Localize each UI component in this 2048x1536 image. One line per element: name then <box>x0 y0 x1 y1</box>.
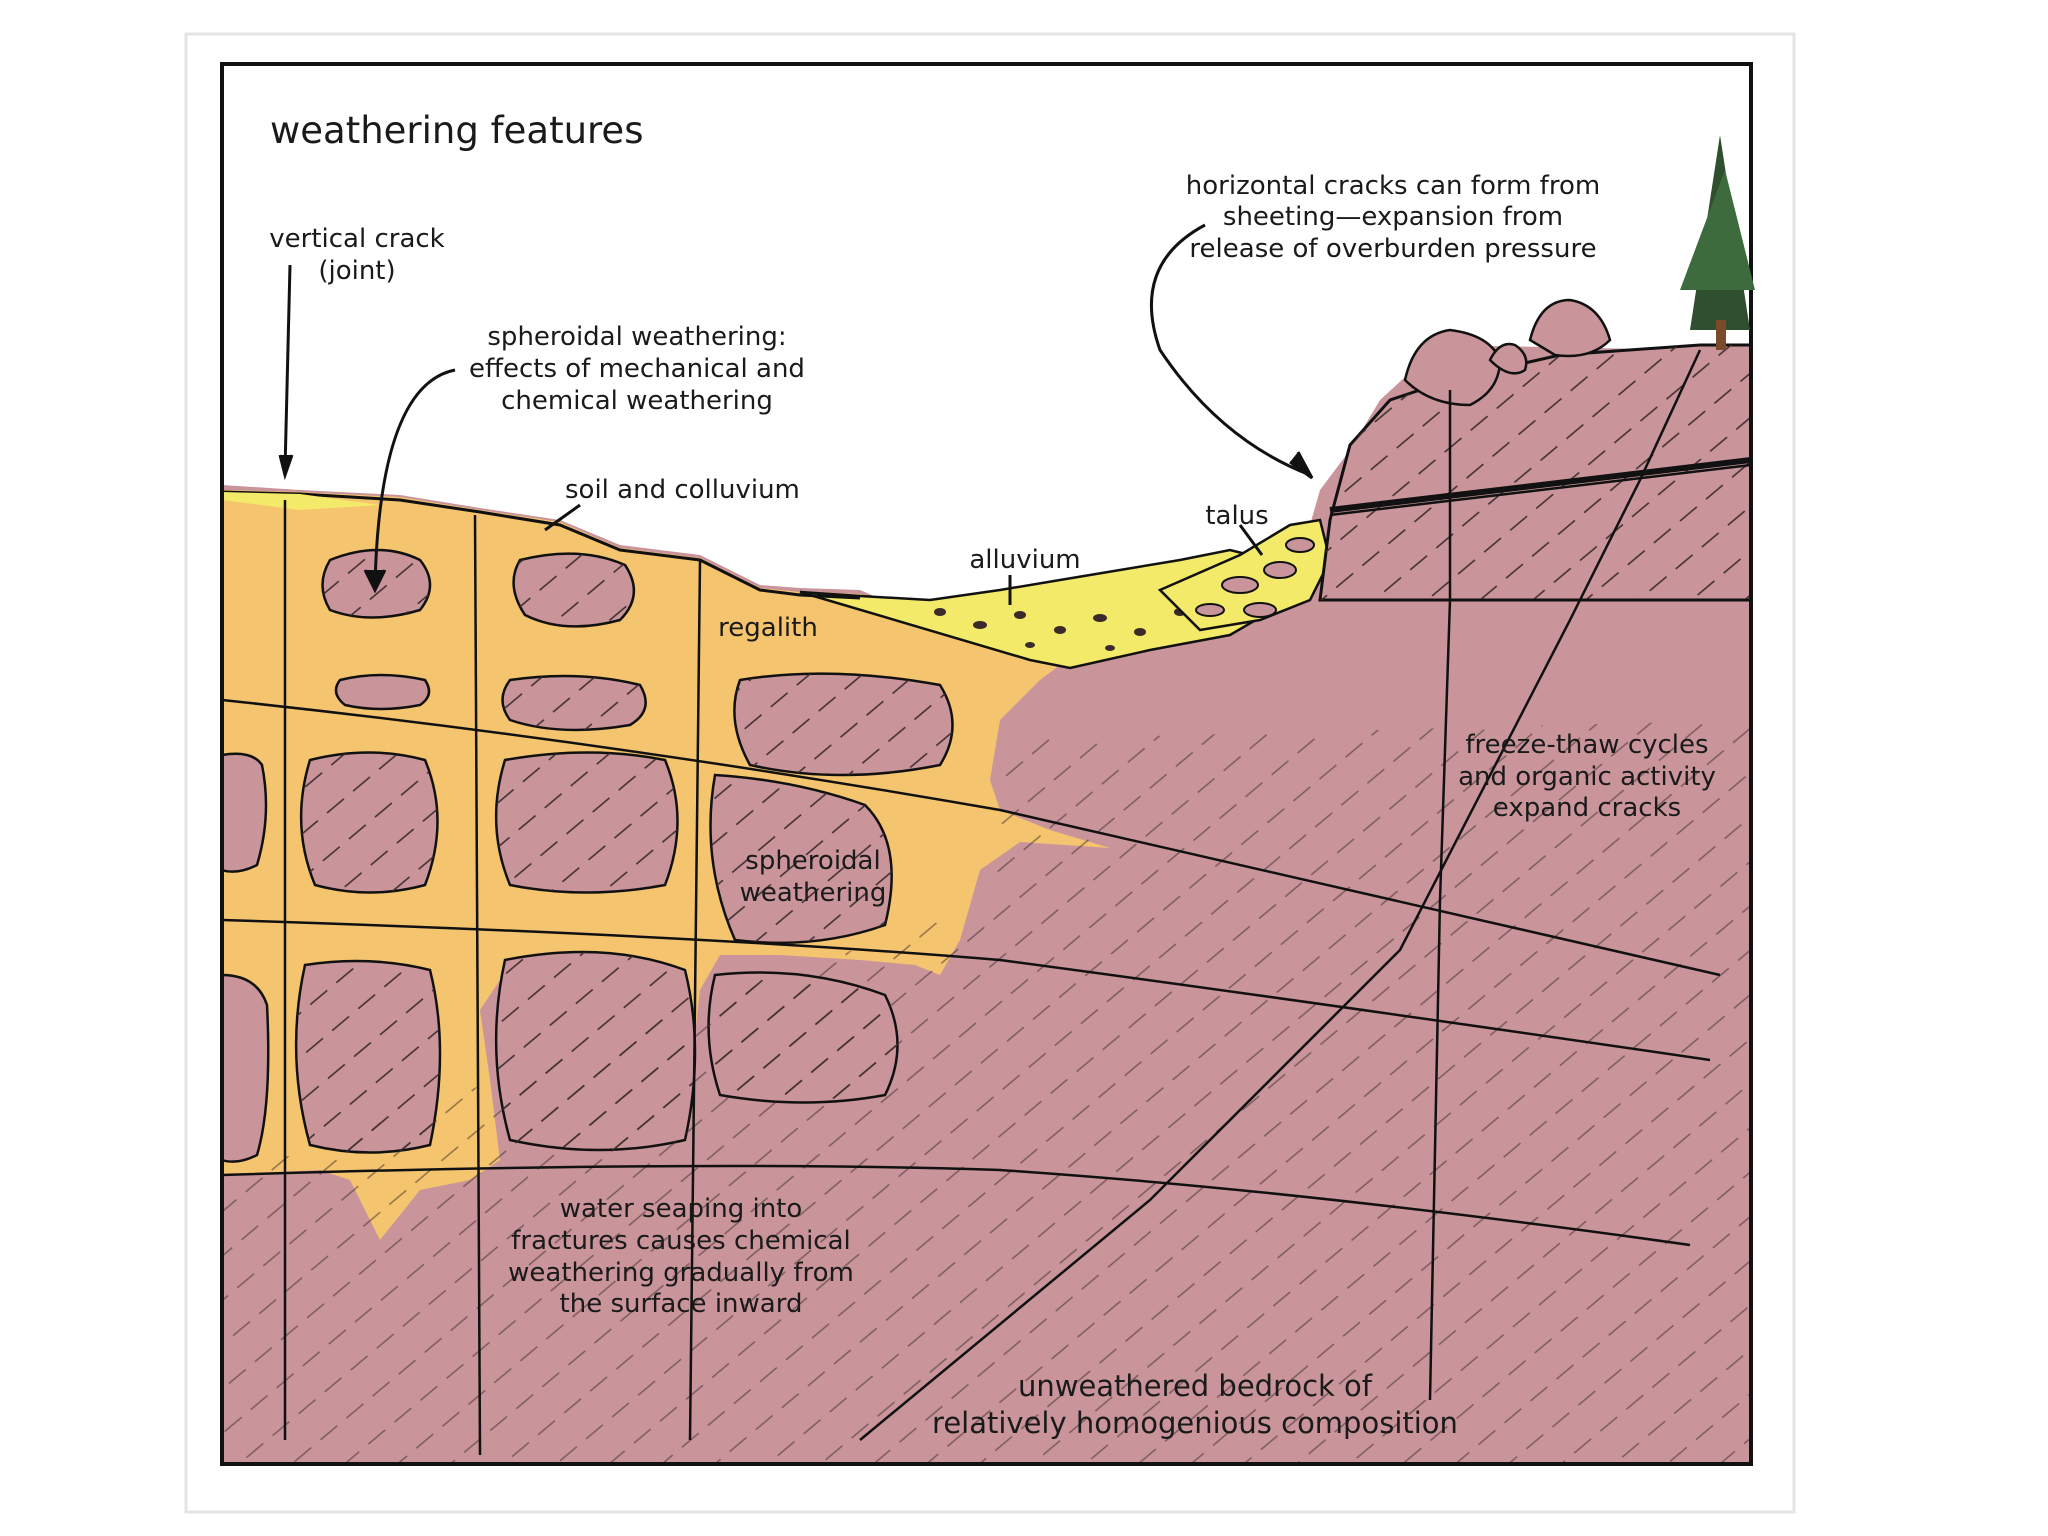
label-spheroidal-top-2: effects of mechanical and <box>469 354 805 384</box>
panel-border <box>220 62 1753 1466</box>
cliff-boulders <box>1403 298 1612 407</box>
cliff-hatching <box>1320 345 1751 600</box>
label-regolith: regalith <box>718 613 818 643</box>
label-spheroidal-mid-2: weathering <box>740 878 887 908</box>
soil-strip <box>222 492 380 510</box>
label-spheroidal-top-3: chemical weathering <box>501 386 773 416</box>
talus-blocks <box>1195 537 1315 618</box>
label-spheroidal-mid-1: spheroidal <box>745 846 880 876</box>
label-alluvium: alluvium <box>969 545 1080 575</box>
label-horizontal-cracks-2: sheeting—expansion from <box>1223 202 1563 232</box>
label-spheroidal-top-1: spheroidal weathering: <box>487 322 786 352</box>
cross-section <box>222 64 1751 1464</box>
label-freeze-thaw-2: and organic activity <box>1458 762 1716 792</box>
sheeting-crack <box>1329 457 1751 513</box>
label-vertical-crack-1: vertical crack <box>269 224 444 254</box>
label-bedrock-2: relatively homogenious composition <box>932 1406 1458 1440</box>
label-freeze-thaw-1: freeze-thaw cycles <box>1465 730 1708 760</box>
label-horizontal-cracks-1: horizontal cracks can form from <box>1186 171 1600 201</box>
label-talus: talus <box>1205 501 1268 531</box>
label-horizontal-cracks-3: release of overburden pressure <box>1189 234 1596 264</box>
label-bedrock-1: unweathered bedrock of <box>1018 1369 1373 1403</box>
label-water-4: the surface inward <box>560 1289 803 1319</box>
label-water-1: water seaping into <box>560 1194 803 1224</box>
pine-tree-icon <box>1680 135 1755 350</box>
ground-surface <box>222 490 861 600</box>
label-water-2: fractures causes chemical <box>511 1226 851 1256</box>
label-vertical-crack-2: (joint) <box>318 256 395 286</box>
diagram-title: weathering features <box>270 109 643 152</box>
label-water-3: weathering gradually from <box>508 1258 854 1288</box>
annotation-arrows <box>278 223 1314 605</box>
label-soil-colluvium: soil and colluvium <box>565 475 800 505</box>
sky <box>222 64 1751 660</box>
label-freeze-thaw-3: expand cracks <box>1493 793 1681 823</box>
